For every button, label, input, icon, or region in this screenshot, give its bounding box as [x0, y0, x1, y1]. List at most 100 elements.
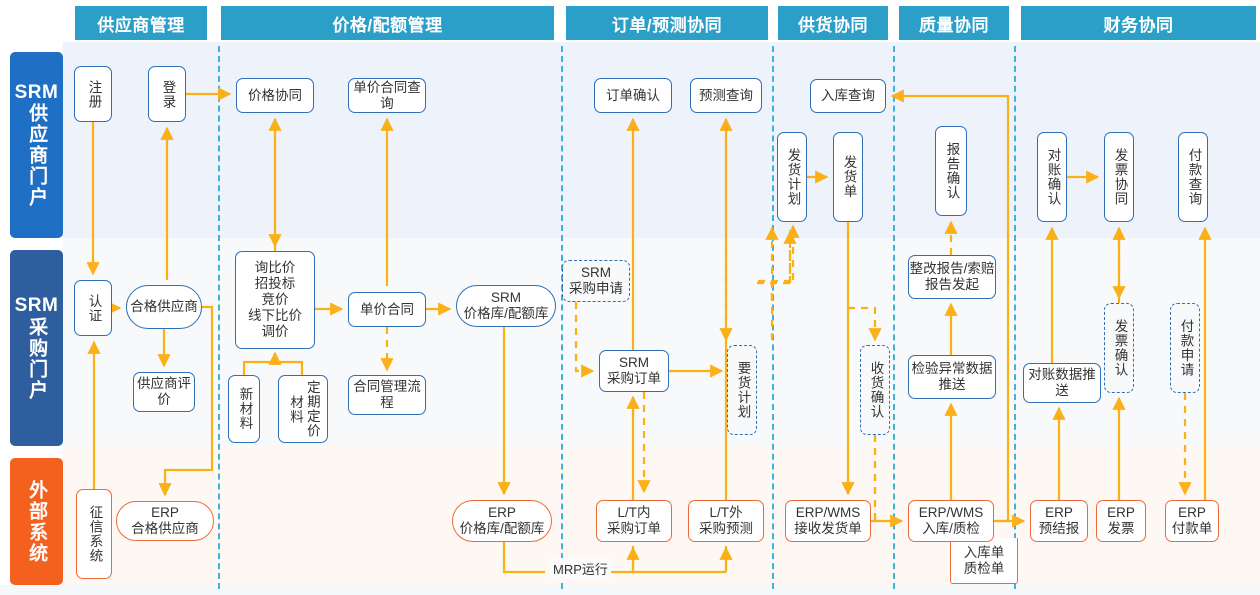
node-lt-external-purchase-forecast[interactable]: L/T外采购预测	[688, 500, 764, 542]
node-label: 发货计划	[785, 148, 801, 206]
node-label: 合同管理流程	[353, 379, 421, 410]
swimlane-label-cn: 采购门户	[26, 316, 48, 401]
node-label: 收货确认	[868, 361, 884, 419]
node-invoice-confirmation[interactable]: 发票确认	[1104, 303, 1134, 393]
node-login[interactable]: 登录	[148, 66, 186, 122]
node-reconciliation-confirmation[interactable]: 对账确认	[1037, 132, 1067, 222]
node-regular-pricing-material[interactable]: 定期定价材料	[278, 375, 328, 443]
node-reconciliation-data-push[interactable]: 对账数据推送	[1023, 363, 1101, 403]
node-inquiry-bidding[interactable]: 询比价招投标竞价线下比价调价	[235, 251, 315, 349]
node-inspection-anomaly-push[interactable]: 检验异常数据推送	[908, 355, 996, 399]
node-label: 付款查询	[1186, 148, 1202, 206]
node-contract-management-process[interactable]: 合同管理流程	[348, 375, 426, 415]
node-label: 新材料	[237, 387, 253, 431]
node-label: L/T外采购预测	[699, 505, 753, 536]
column-separator-3	[772, 46, 774, 589]
node-label: 整改报告/索赔报告发起	[909, 261, 995, 292]
background-band-portal	[63, 42, 1260, 238]
column-separator-2	[561, 46, 563, 589]
node-label: 单价合同	[360, 301, 414, 317]
swimlane-external-system[interactable]: 外部系统	[10, 458, 63, 585]
node-rectification-claim-report[interactable]: 整改报告/索赔报告发起	[908, 255, 996, 299]
node-shipment-plan[interactable]: 发货计划	[777, 132, 807, 222]
annotation-mrp-run: MRP运行	[550, 558, 611, 579]
column-header-supply-collaboration[interactable]: 供货协同	[778, 6, 888, 40]
node-label: 价格协同	[248, 87, 302, 103]
swimlane-label-en: SRM	[14, 81, 59, 103]
background-footer-strip	[0, 585, 1260, 595]
node-inbound-inspection-doc[interactable]: 入库单质检单	[950, 538, 1018, 584]
node-lt-internal-purchase-order[interactable]: L/T内采购订单	[596, 500, 672, 542]
document-shape	[950, 538, 1018, 584]
node-unit-price-contract[interactable]: 单价合同	[348, 292, 426, 327]
node-label: 征信系统	[87, 505, 103, 563]
node-label: 发票协同	[1112, 148, 1128, 206]
node-label: L/T内采购订单	[607, 505, 661, 536]
column-header-quality-collaboration[interactable]: 质量协同	[899, 6, 1009, 40]
node-label: 付款申请	[1178, 319, 1194, 377]
node-label: 定期定价材料	[288, 380, 320, 438]
node-label: 预测查询	[699, 87, 753, 103]
node-label: 对账数据推送	[1028, 367, 1096, 398]
node-label: 供应商评价	[137, 376, 191, 407]
node-label: 要货计划	[735, 361, 751, 419]
node-payment-query[interactable]: 付款查询	[1178, 132, 1208, 222]
node-receipt-confirmation[interactable]: 收货确认	[860, 345, 890, 435]
node-label: 入库查询	[821, 88, 875, 104]
node-unit-price-contract-query[interactable]: 单价合同查询	[348, 78, 426, 113]
column-header-finance-collaboration[interactable]: 财务协同	[1021, 6, 1256, 40]
node-label: 注册	[86, 79, 102, 109]
column-header-price-quota-management[interactable]: 价格/配额管理	[221, 6, 554, 40]
column-header-order-forecast-collaboration[interactable]: 订单/预测协同	[566, 6, 768, 40]
node-label: 发票确认	[1112, 319, 1128, 377]
column-separator-5	[1014, 46, 1016, 589]
node-label: 单价合同查询	[353, 79, 421, 111]
node-label: 合格供应商	[130, 299, 198, 315]
node-label: 订单确认	[606, 87, 660, 103]
node-new-material[interactable]: 新材料	[228, 375, 260, 443]
node-order-confirmation[interactable]: 订单确认	[594, 78, 672, 113]
node-label: 询比价招投标竞价线下比价调价	[248, 260, 302, 339]
node-payment-request[interactable]: 付款申请	[1170, 303, 1200, 393]
node-price-collaboration[interactable]: 价格协同	[236, 78, 314, 113]
column-separator-4	[893, 46, 895, 589]
node-register[interactable]: 注册	[74, 66, 112, 122]
node-qualified-supplier[interactable]: 合格供应商	[126, 285, 202, 329]
node-certification[interactable]: 认证	[74, 280, 112, 336]
node-label: 发货单	[841, 155, 857, 199]
node-label: 入库单质检单	[963, 544, 1005, 576]
node-invoice-collaboration[interactable]: 发票协同	[1104, 132, 1134, 222]
node-supplier-evaluation[interactable]: 供应商评价	[133, 372, 195, 412]
node-report-confirmation[interactable]: 报告确认	[935, 126, 967, 216]
column-header-supplier-management[interactable]: 供应商管理	[75, 6, 207, 40]
node-forecast-query[interactable]: 预测查询	[690, 78, 762, 113]
node-label: 登录	[160, 79, 176, 109]
node-credit-system[interactable]: 征信系统	[76, 489, 112, 579]
swimlane-label-cn: 外部系统	[26, 479, 48, 564]
node-label: 对账确认	[1045, 148, 1061, 206]
node-inbound-query[interactable]: 入库查询	[810, 79, 886, 113]
node-shipment-note[interactable]: 发货单	[833, 132, 863, 222]
node-demand-plan[interactable]: 要货计划	[727, 345, 757, 435]
swimlane-label-cn: 供应商门户	[26, 103, 48, 209]
